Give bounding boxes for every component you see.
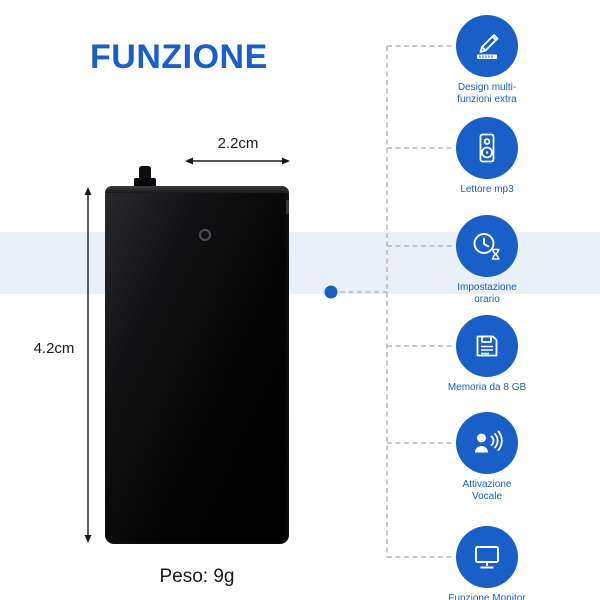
feature-circle <box>456 412 518 474</box>
feature-voice-activation: Attivazione Vocale <box>427 412 547 503</box>
feature-label: Attivazione Vocale <box>462 479 512 502</box>
feature-label: Impostazione orario <box>457 282 517 305</box>
feature-label: Funzione Monitor <box>448 593 526 600</box>
device-top-button <box>139 166 151 180</box>
feature-memory: Memoria da 8 GB <box>427 315 547 394</box>
width-dimension-arrow <box>185 157 290 165</box>
feature-label: Lettore mp3 <box>460 184 514 195</box>
height-label: 4.2cm <box>33 340 75 357</box>
feature-mp3: Lettore mp3 <box>427 117 547 196</box>
feature-label: Memoria da 8 GB <box>447 382 527 393</box>
width-label: 2.2cm <box>217 135 259 152</box>
feature-label: Design multi-funzioni extra <box>457 82 517 105</box>
feature-time-setting: Impostazione orario <box>427 215 547 306</box>
feature-design: Design multi-funzioni extra <box>427 15 547 106</box>
page-title: FUNZIONE <box>90 38 268 76</box>
voice-activation-icon <box>475 430 503 453</box>
memory-icon <box>476 335 498 357</box>
feature-circle <box>456 117 518 179</box>
weight-label: Peso: 9g <box>159 566 235 587</box>
feature-circle <box>456 15 518 77</box>
device-mic-hole <box>199 229 211 241</box>
multi-function-design-icon <box>477 34 499 59</box>
device-button-base <box>134 178 156 188</box>
feature-monitor: Funzione Monitor <box>427 526 547 600</box>
feature-circle <box>456 315 518 377</box>
device-body <box>105 186 289 544</box>
feature-circle <box>456 215 518 277</box>
device-top-edge <box>105 186 289 193</box>
feature-circle <box>456 526 518 588</box>
monitor-function-icon <box>475 546 499 569</box>
device-side-notch <box>286 200 289 214</box>
mp3-player-icon <box>479 133 495 163</box>
time-setting-icon <box>473 233 500 260</box>
